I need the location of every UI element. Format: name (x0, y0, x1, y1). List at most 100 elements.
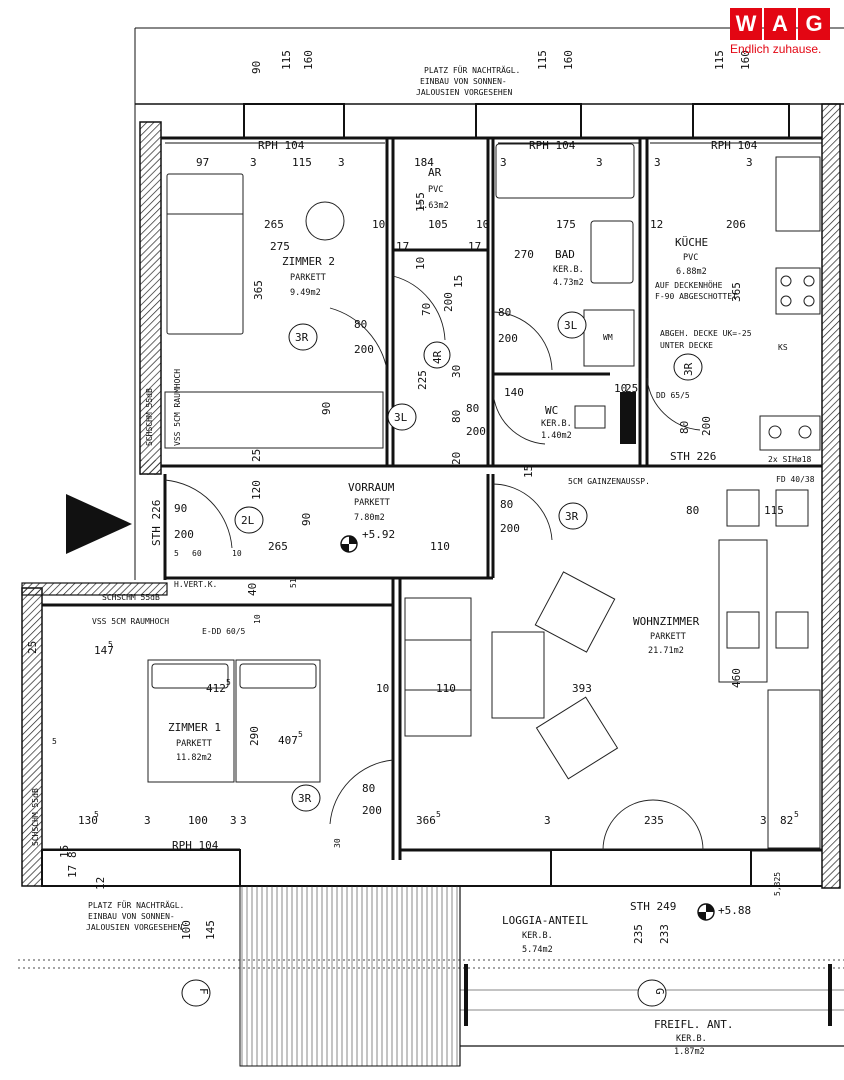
rph-labels: RPH 104 RPH 104 RPH 104 RPH 104 (172, 139, 758, 852)
dimension: 30 (333, 838, 342, 848)
dimension: 115 (280, 50, 293, 70)
dimension: 200 (498, 332, 518, 345)
room-area-zimmer1: 11.82m2 (176, 753, 212, 763)
note-bottom-2: EINBAU VON SONNEN- (88, 912, 175, 921)
room-area-kueche: 6.88m2 (676, 267, 707, 277)
facade-bottom (18, 849, 844, 1067)
room-name-ar: AR (428, 166, 442, 179)
dimension: 51 (289, 578, 298, 588)
level-loggia: +5.88 (718, 904, 751, 917)
dimension: 17 (396, 240, 409, 253)
dimension: 5 (174, 549, 179, 558)
dimension: 225 (416, 370, 429, 390)
room-floor-zimmer1: PARKETT (176, 739, 212, 749)
dimension: 115 (764, 504, 784, 517)
room-name-loggia: LOGGIA-ANTEIL (502, 914, 588, 927)
room-area-freifl: 1.87m2 (674, 1047, 705, 1057)
dimension: 5 (794, 810, 799, 819)
room-name-bad: BAD (555, 248, 575, 261)
room-area-ar: 1.63m2 (418, 201, 449, 211)
dimension: 90 (300, 513, 313, 526)
dimension: 120 (250, 480, 263, 500)
dimension: 25 (26, 641, 39, 654)
rph-label: RPH 104 (258, 139, 305, 152)
dimension: 80 (498, 306, 511, 319)
room-name-zimmer2: ZIMMER 2 (282, 255, 335, 268)
note-fd: FD 40/38 (776, 475, 815, 484)
dimension: 365 (252, 280, 265, 300)
rph-label: RPH 104 (529, 139, 576, 152)
dimension: 206 (726, 218, 746, 231)
dimension: 80 (466, 402, 479, 415)
dimension: 25 (625, 382, 638, 395)
dimension: 235 (644, 814, 664, 827)
door-tag: 3R (682, 362, 695, 376)
dimension: 3 (596, 156, 603, 169)
dimension: 160 (739, 50, 752, 70)
level-marker-icon (697, 903, 715, 921)
dimension: 115 (536, 50, 549, 70)
note-sth-entrance: STH 226 (150, 500, 163, 546)
dimension: 80 (678, 421, 691, 434)
dimension: 15 (58, 845, 71, 858)
dimension: 100 (180, 920, 193, 940)
dimension: 10 (614, 382, 627, 395)
dimension: 15 (522, 465, 535, 478)
dimension: 82 (780, 814, 793, 827)
room-note-kueche-1: AUF DECKENHÖHE (655, 280, 723, 290)
room-area-wc: 1.40m2 (541, 431, 572, 441)
dimension: 10 (376, 682, 389, 695)
door-swings (164, 275, 704, 851)
dimension: 80 (686, 504, 699, 517)
dimension: 5 (52, 737, 57, 746)
room-area-bad: 4.73m2 (553, 278, 584, 288)
door-tag: 3R (565, 510, 579, 523)
room-floor-ar: PVC (428, 185, 443, 195)
dimension: 8 (66, 851, 79, 858)
room-name-zimmer1: ZIMMER 1 (168, 721, 221, 734)
dimension: 105 (428, 218, 448, 231)
dimension: 235 (632, 924, 645, 944)
dimension: 10 (476, 218, 489, 231)
note-top-1: PLATZ FÜR NACHTRÄGL. (424, 65, 520, 75)
note-hvert: H.VERT.K. (174, 580, 217, 589)
note-vss-top: VSS 5CM RAUMHOCH (173, 369, 182, 446)
note-top-2: EINBAU VON SONNEN- (420, 77, 507, 86)
dimension: 90 (250, 61, 263, 74)
dimension: 25 (250, 449, 263, 462)
door-tag: 3R (298, 792, 312, 805)
axis-tag: G (653, 988, 666, 995)
room-name-wc: WC (545, 404, 558, 417)
dimension: 145 (204, 920, 217, 940)
door-tags (181, 311, 703, 1007)
dimension: 15 (452, 275, 465, 288)
note-edd: E-DD 60/5 (202, 627, 246, 636)
note-wm: WM (603, 333, 613, 342)
dimension: 140 (504, 386, 524, 399)
dimension: 60 (192, 549, 202, 558)
room-name-freifl: FREIFL. ANT. (654, 1018, 733, 1031)
dimension: 5 (436, 810, 441, 819)
room-note-kueche-2: F-90 ABGESCHOTTET (655, 292, 737, 301)
dimension: 175 (556, 218, 576, 231)
symbols (66, 392, 715, 921)
furniture (147, 143, 821, 849)
dimension: 10 (232, 549, 242, 558)
level-marker-icon (340, 535, 358, 553)
note-abgeh-2: UNTER DECKE (660, 341, 713, 350)
dimension: 200 (174, 528, 194, 541)
dimension: 3 (338, 156, 345, 169)
dimension: 5 (298, 730, 303, 739)
room-labels: ZIMMER 2 PARKETT 9.49m2 AR PVC 1.63m2 BA… (168, 166, 751, 1057)
dimension: 200 (466, 425, 486, 438)
dimension: 3 (240, 814, 247, 827)
dimension: 412 (206, 682, 226, 695)
entrance-arrow-icon (66, 494, 132, 554)
dimension: 200 (700, 416, 713, 436)
dimensions: 90 115 160 115 160 115 160 97 3 115 3 26… (26, 50, 799, 944)
dimension: 80 (354, 318, 367, 331)
dimension: 200 (354, 343, 374, 356)
dimension: 70 (420, 303, 433, 316)
door-tag: 3L (564, 319, 578, 332)
